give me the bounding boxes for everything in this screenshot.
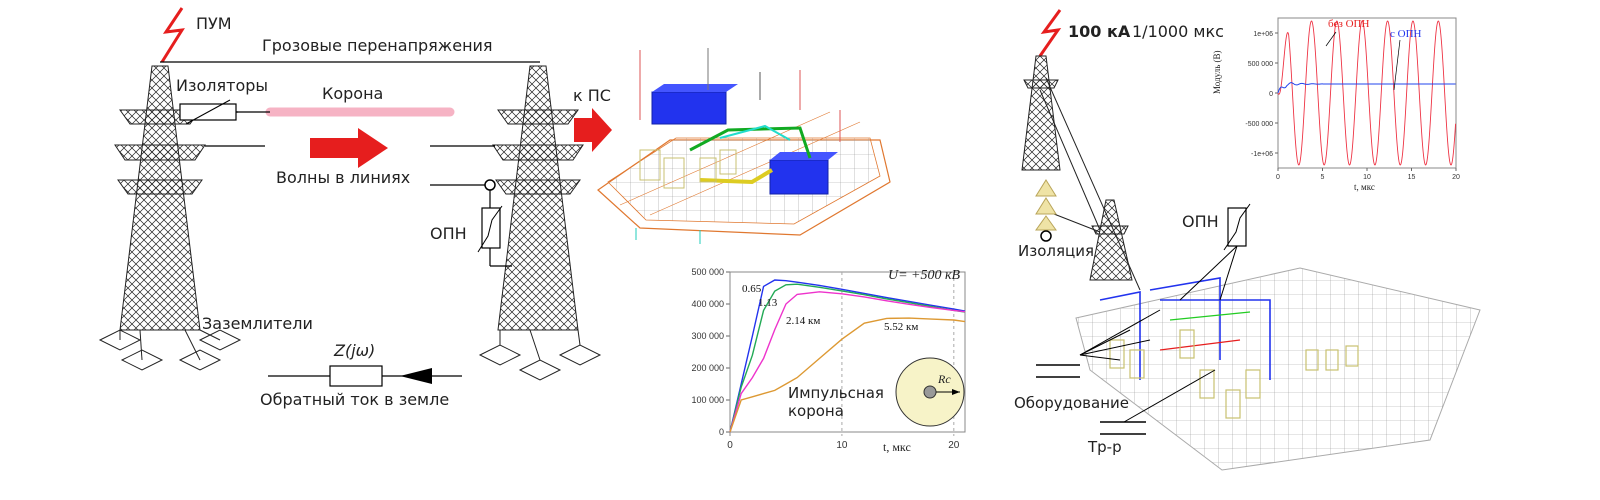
series-line-without-arrester (1277, 20, 1457, 166)
series-label: 5.52 км (884, 321, 918, 333)
x-tick-label: 20 (948, 440, 960, 451)
y-tick-label: 400 000 (691, 299, 724, 309)
right-arrester-label: ОПН (1182, 212, 1219, 231)
corona-chart-axes: 0 100 000 200 000 300 000 400 000 500 000 0 10 2… (691, 267, 966, 451)
y-tick-label: 500 000 (1248, 61, 1273, 68)
x-tick-label: 15 (1408, 174, 1416, 181)
x-tick-label: 10 (836, 440, 848, 451)
series-line-3 (729, 291, 966, 433)
substation-3d-model (597, 48, 891, 244)
rc-label: Rc (938, 372, 951, 386)
conductor-core (923, 385, 937, 399)
y-tick-label: 100 000 (691, 395, 724, 405)
x-tick-label: 5 (1321, 174, 1325, 181)
ground-impedance-symbol (268, 365, 462, 387)
lightning-icon (1038, 9, 1062, 57)
y-tick-label: 200 000 (691, 363, 724, 373)
legend-pointer (1325, 31, 1337, 47)
legend-without-arrester: без ОПН (1328, 18, 1370, 30)
series-label: 2.14 км (786, 315, 820, 327)
y-tick-label: 300 000 (691, 331, 724, 341)
insulators-label: Изоляторы (176, 76, 269, 95)
corona-label: Корона (322, 84, 384, 103)
equipment-label: Оборудование (1014, 394, 1129, 412)
right-tower-top (1021, 55, 1141, 291)
y-tick-label: -500 000 (1245, 121, 1273, 128)
surge-arrester-symbol (477, 179, 512, 267)
series-line-1 (729, 279, 966, 433)
osc-chart-series (1277, 20, 1457, 166)
series-line-4 (729, 317, 966, 433)
y-tick-label: 0 (719, 427, 724, 437)
waves-label: Волны в линиях (276, 168, 411, 187)
transformer-label: Тр-р (1088, 438, 1122, 456)
x-tick-label: 0 (1276, 174, 1280, 181)
voltage-label: U= +500 кВ (888, 268, 961, 283)
to-substation-arrow (574, 108, 612, 152)
wave-arrow (310, 128, 388, 168)
overvoltage-title: Грозовые перенапряжения (262, 36, 493, 55)
corona-chart-series: 0.65 1.13 2.14 км 5.52 км (729, 279, 966, 433)
transmission-tower-right (478, 65, 602, 381)
series-line-2 (729, 283, 966, 433)
grounding-label: Заземлители (202, 314, 313, 333)
x-tick-label: 0 (727, 440, 733, 451)
y-tick-label: 0 (1269, 91, 1273, 98)
series-label: 1.13 (758, 297, 778, 309)
insulation-label: Изоляция (1018, 242, 1094, 260)
stroke-shape-label: 1/1000 мкс (1132, 22, 1224, 41)
stroke-current-label: 100 кА (1068, 22, 1131, 41)
x-tick-label: 10 (1363, 174, 1371, 181)
legend-with-arrester: с ОПН (1390, 28, 1422, 40)
impedance-label: Z(jω) (334, 341, 376, 360)
series-line-with-arrester (1277, 82, 1456, 94)
osc-chart-axes: 1e+06 500 000 0 -500 000 -1e+06 0 5 10 15 20 (1245, 17, 1460, 181)
y-tick-label: -1e+06 (1251, 151, 1273, 158)
osc-ylabel: Модуль (В) (1212, 50, 1222, 94)
y-tick-label: 1e+06 (1253, 31, 1273, 38)
substation-3d-model-right (1036, 203, 1481, 471)
arrester-label: ОПН (430, 224, 467, 243)
to-ps-label: к ПС (573, 86, 611, 105)
legend-pointer (1393, 39, 1401, 91)
x-tick-label: 20 (1452, 174, 1460, 181)
corona-xlabel: t, мкс (883, 440, 911, 454)
y-tick-label: 500 000 (691, 267, 724, 277)
pum-label: ПУМ (196, 14, 232, 33)
impulse-corona-label: Импульсная корона (788, 384, 884, 420)
return-current-label: Обратный ток в земле (260, 390, 450, 409)
series-label: 0.65 (742, 283, 762, 295)
insulation-symbol (1035, 179, 1057, 242)
lightning-icon (160, 7, 185, 63)
osc-xlabel: t, мкс (1354, 182, 1375, 192)
